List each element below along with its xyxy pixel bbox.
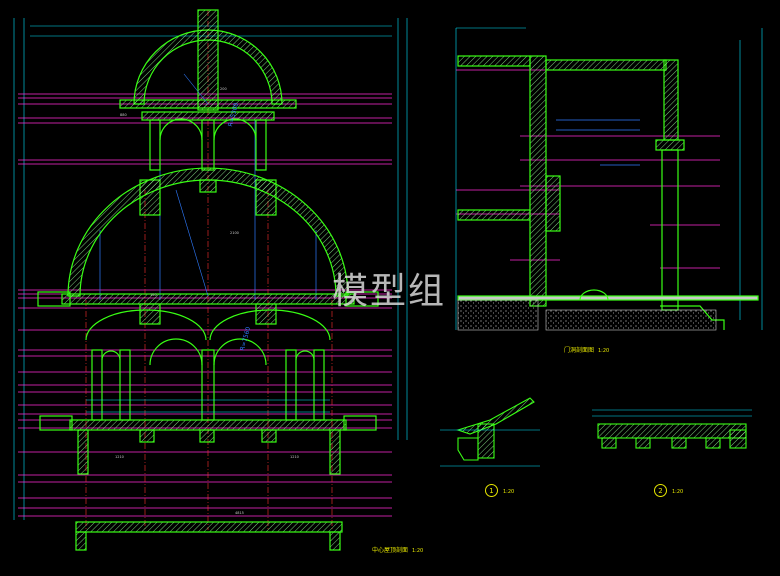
detail-1-scale: 1:20: [503, 489, 515, 495]
level-lines: [18, 93, 392, 517]
watermark-text: 模型组: [332, 271, 447, 312]
svg-text:1210: 1210: [290, 455, 299, 459]
detail-1-drawing: [440, 397, 540, 467]
wall-level-lines: [456, 69, 720, 269]
svg-text:2100: 2100: [230, 231, 239, 235]
wall-structure: [457, 55, 759, 330]
detail-2-scale: 1:20: [672, 489, 684, 495]
ground-concrete: [457, 299, 539, 331]
wall-section-frame: [455, 27, 763, 330]
lower-dome: [37, 167, 379, 551]
detail-1-marker: 1: [485, 484, 498, 497]
svg-text:150: 150: [150, 293, 157, 297]
tiny-dimension-labels: 200 880 2100 150 1210 1210 4815: [115, 87, 299, 515]
wall-blue-lines: [556, 119, 640, 166]
svg-text:880: 880: [120, 113, 127, 117]
main-section-title: 中心屋顶剖面: [372, 547, 409, 554]
svg-text:4815: 4815: [235, 511, 244, 515]
main-section-scale: 1:20: [412, 548, 424, 554]
wall-section-title: 门洞剖面图: [564, 347, 595, 354]
wall-section-drawing: [455, 27, 763, 331]
svg-text:200: 200: [220, 87, 227, 91]
detail-2-marker: 2: [654, 484, 667, 497]
radius-lines: [175, 73, 209, 297]
ground-concrete-2: [545, 309, 717, 331]
main-section-drawing: 200 880 2100 150 1210 1210 4815: [13, 9, 408, 551]
wall-section-scale: 1:20: [598, 348, 610, 354]
svg-text:1210: 1210: [115, 455, 124, 459]
detail-2-drawing: [592, 409, 752, 449]
